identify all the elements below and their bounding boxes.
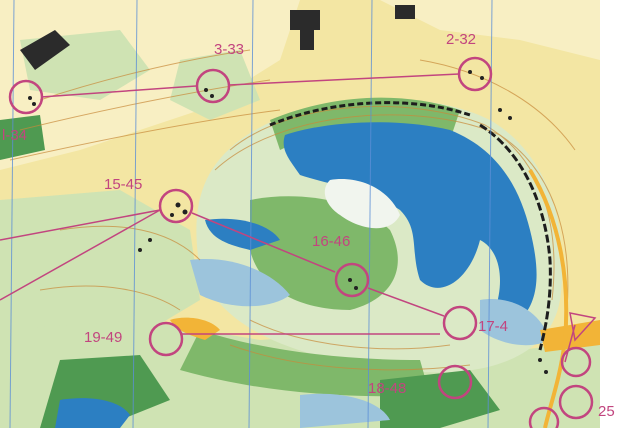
control-circle-c32 [457, 56, 493, 92]
control-label-c49: 19-49 [84, 329, 123, 346]
control-circle-c25b [558, 384, 594, 420]
control-circle-c47 [442, 305, 478, 341]
control-circle-c46 [334, 262, 370, 298]
cliff-lines [269, 101, 552, 351]
building-n1 [290, 10, 320, 30]
marsh-west [190, 259, 290, 307]
control-circle-c48 [437, 364, 473, 400]
rock-features [28, 70, 548, 374]
marsh-south [300, 393, 390, 428]
control-label-c48: 18-48 [368, 380, 407, 397]
control-circle-c45 [158, 188, 194, 224]
open-sand-island [324, 179, 400, 229]
course-legs [0, 73, 597, 363]
contour-lines [9, 49, 576, 371]
control-label-c46: 16-46 [312, 233, 351, 250]
control-circles [8, 56, 594, 428]
quarry-lake [283, 122, 537, 320]
control-label-c32: 2-32 [446, 31, 477, 48]
marsh-east [480, 299, 550, 346]
control-circle-c34 [8, 79, 44, 115]
control-circle-c33 [195, 68, 231, 104]
control-circle-c25a [560, 346, 592, 378]
building-nw [20, 30, 70, 70]
control-label-c33: 3-33 [214, 41, 245, 58]
pond-sw [55, 398, 130, 428]
control-label-c47: 17-4 [478, 318, 509, 335]
control-label-c34: l-34 [2, 127, 28, 144]
rough-open-area-ne [380, 0, 600, 60]
building-n2 [300, 30, 314, 50]
building-n3 [395, 5, 415, 19]
control-label-c25: 25 [598, 403, 615, 420]
control-circle-extra [528, 406, 560, 428]
road-east [528, 168, 569, 428]
light-forest-west [0, 190, 200, 340]
control-circle-c49 [148, 321, 184, 357]
light-forest-hill [170, 50, 260, 120]
map-margin [600, 0, 625, 428]
control-label-c45: 15-45 [104, 176, 143, 193]
